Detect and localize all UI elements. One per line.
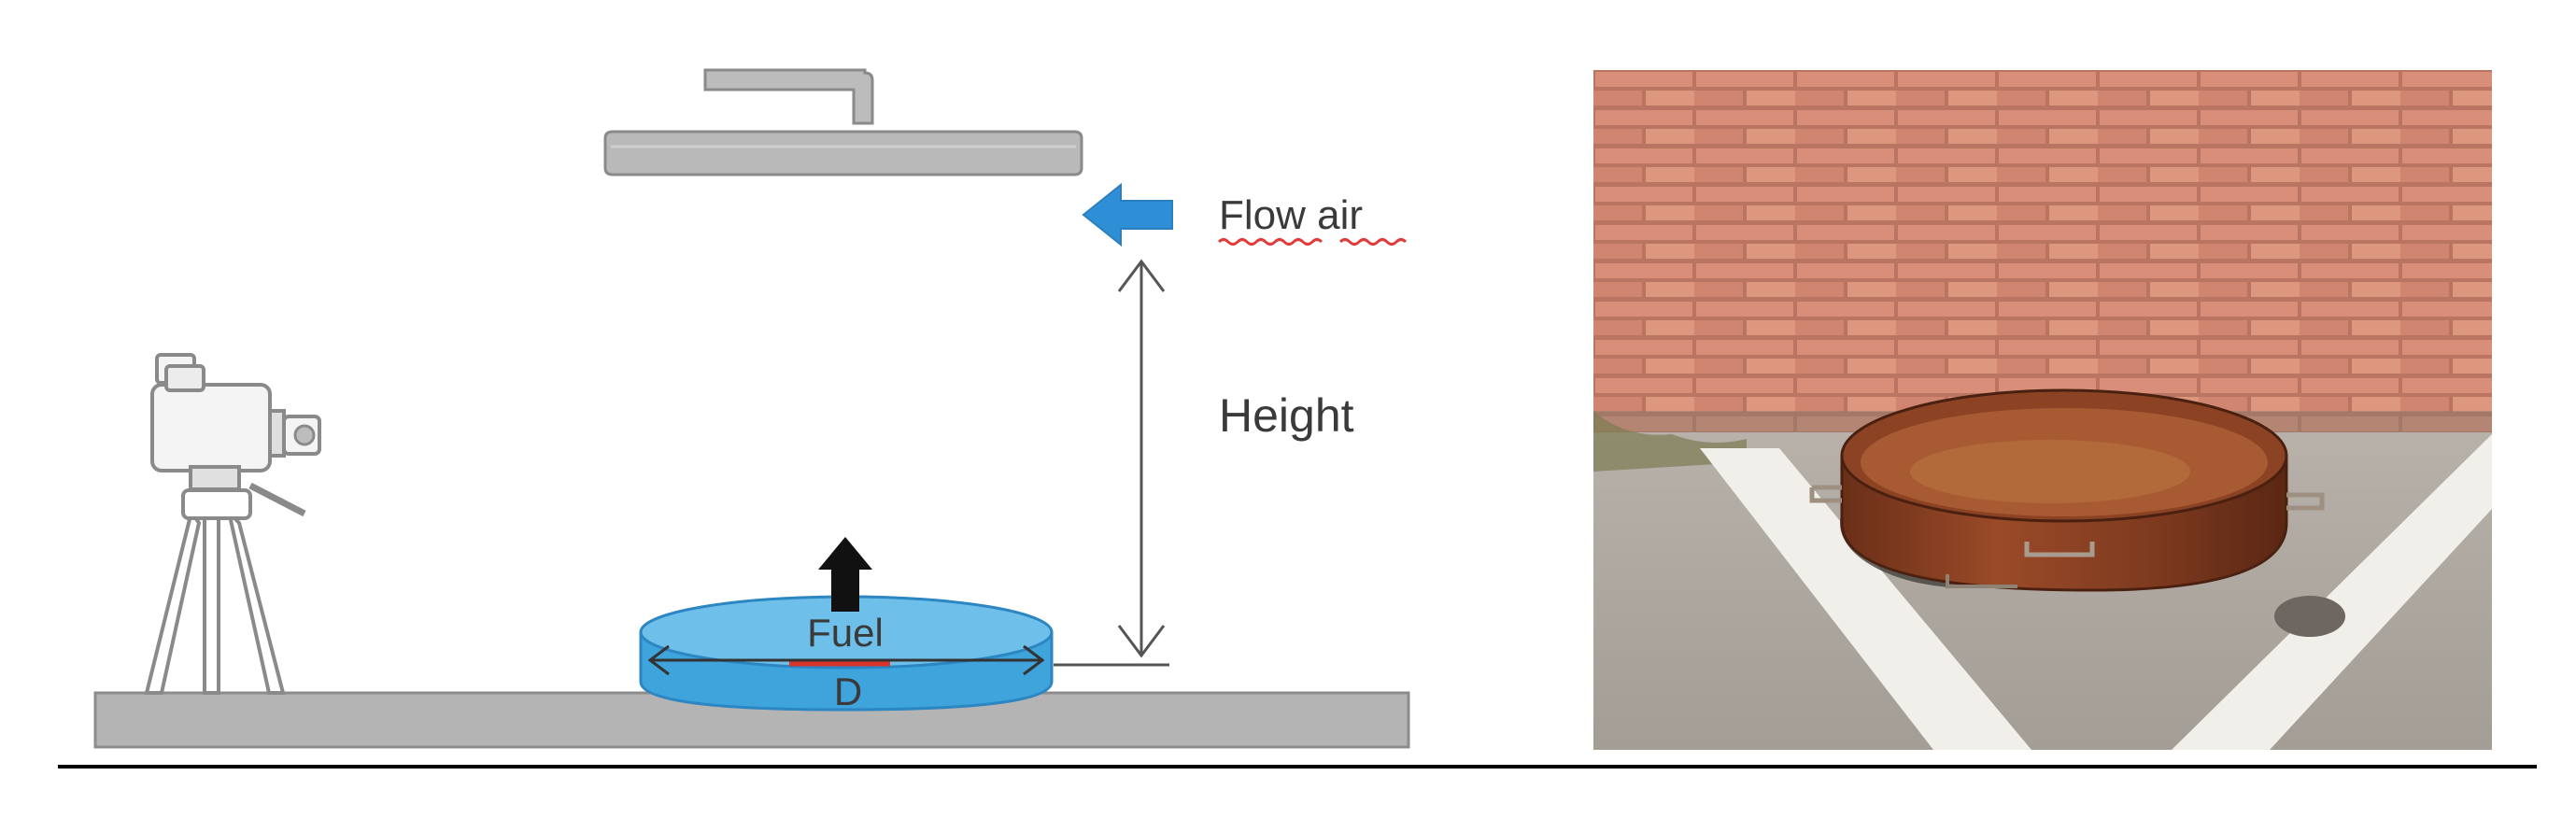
diameter-label: D xyxy=(834,670,862,713)
camera-icon xyxy=(150,353,321,491)
height-arrow-icon xyxy=(1054,259,1169,667)
flow-air-label: Flow air xyxy=(1219,192,1363,238)
spellcheck-underline xyxy=(1217,238,1408,246)
flow-arrow-icon xyxy=(1082,182,1173,247)
pan-photo xyxy=(1593,70,2492,750)
brick-wall xyxy=(1593,70,2492,432)
height-label: Height xyxy=(1219,389,1354,442)
diameter-arrow xyxy=(647,644,1045,676)
road-marking-right xyxy=(2172,434,2492,750)
road-marking-left xyxy=(1700,448,2031,750)
schematic-diagram: Flow air Height Fuel xyxy=(93,68,1410,749)
tripod-icon xyxy=(144,482,306,695)
fuel-label: Fuel xyxy=(807,611,884,655)
fuel-pan xyxy=(639,595,1054,712)
fuel-flow-arrow-icon xyxy=(818,537,872,612)
rusted-pan xyxy=(1809,388,2325,592)
hood-icon xyxy=(603,68,1083,176)
